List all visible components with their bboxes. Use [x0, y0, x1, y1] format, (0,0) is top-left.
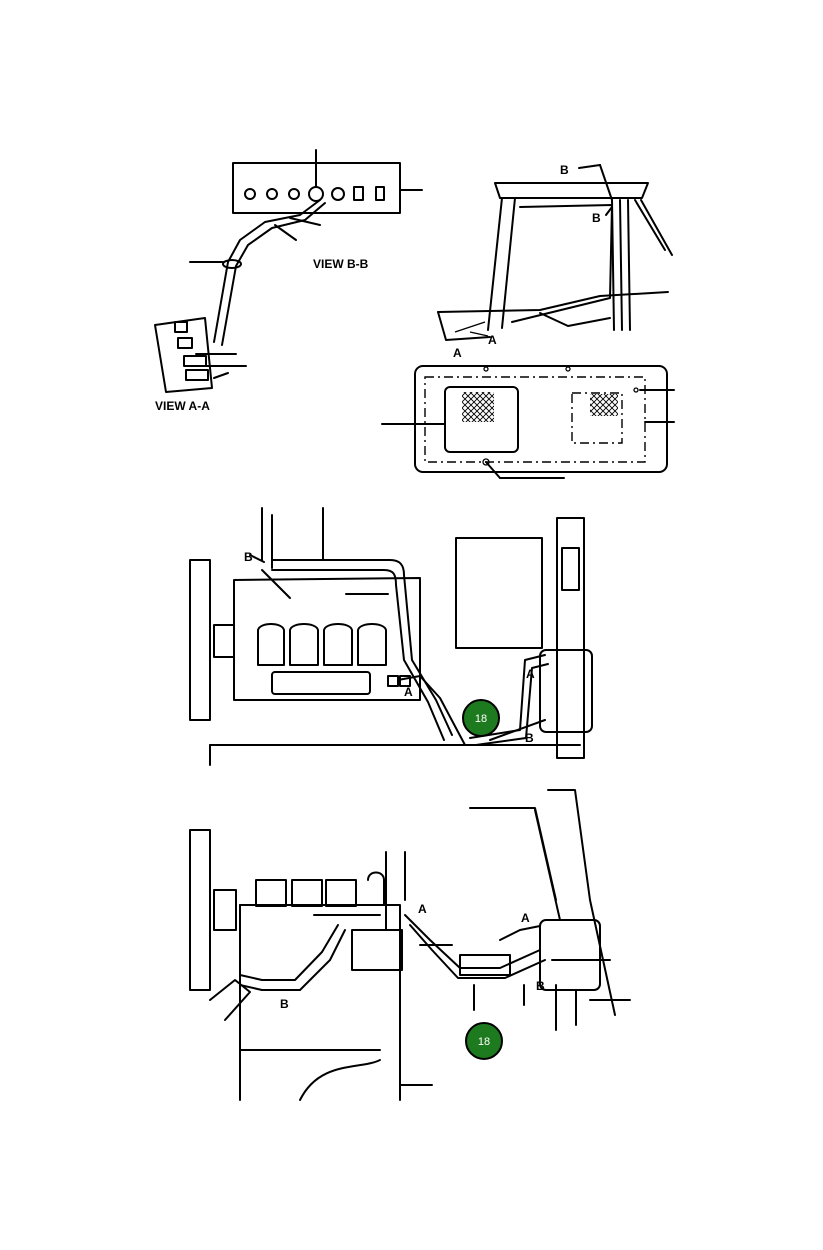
callout-number-1: 18 [475, 713, 487, 725]
cab-label-a2: A [488, 333, 497, 347]
engine-view-1 [189, 507, 593, 766]
engine2-label-b2: B [536, 979, 545, 993]
engine1-label-b2: B [525, 731, 534, 745]
engine1-label-a2: A [526, 667, 535, 681]
cab-frame [437, 164, 673, 341]
engine2-label-b1: B [280, 997, 289, 1011]
callout-number-2: 18 [478, 1036, 490, 1048]
callout-marker-1: 18 [462, 699, 500, 737]
callout-marker-2: 18 [465, 1022, 503, 1060]
engine1-label-b1: B [244, 550, 253, 564]
view-aa-bracket [154, 317, 247, 393]
view-bb-control-panel [189, 149, 423, 346]
cab-label-b2: B [592, 211, 601, 225]
cab-label-b1: B [560, 163, 569, 177]
engine2-label-a2: A [521, 911, 530, 925]
view-aa-label: VIEW A-A [155, 399, 210, 413]
heater-unit [381, 365, 675, 479]
view-bb-label: VIEW B-B [313, 257, 369, 271]
cab-label-a1: A [453, 346, 462, 360]
engine1-label-a1: A [404, 685, 413, 699]
engine2-label-a1: A [418, 902, 427, 916]
engine-view-2 [189, 789, 631, 1101]
